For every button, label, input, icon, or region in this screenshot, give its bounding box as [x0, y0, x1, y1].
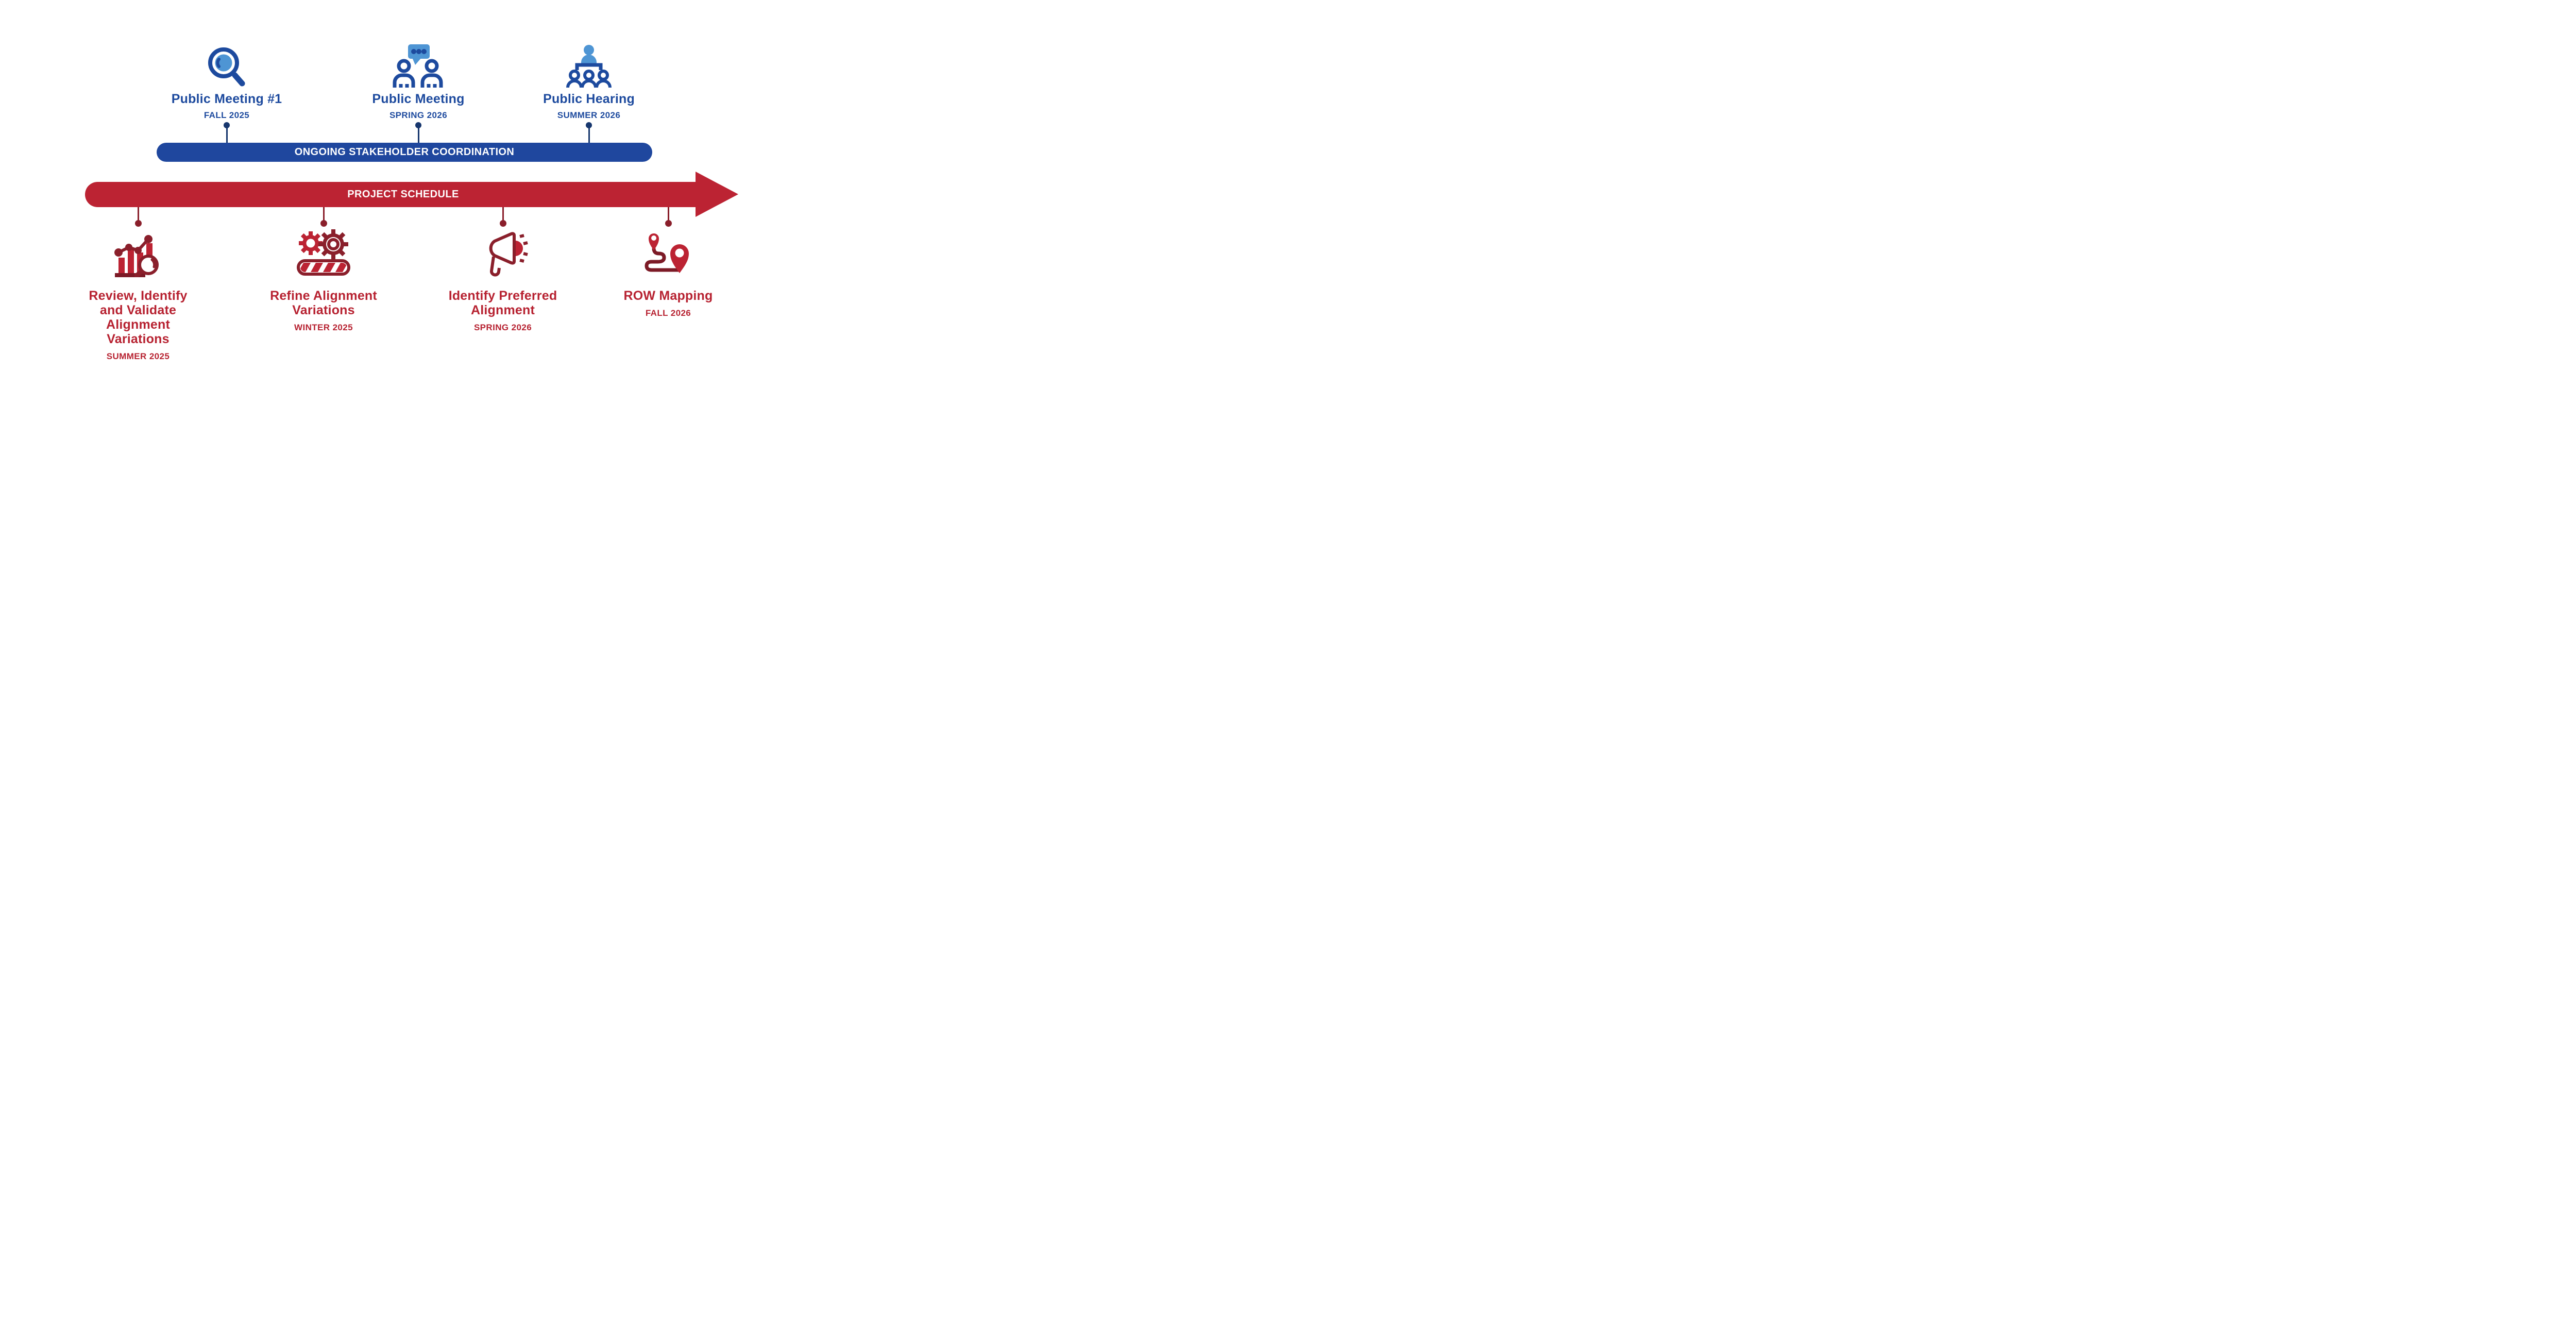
milestone-date: FALL 2025 [204, 110, 250, 120]
connector-stem [226, 125, 228, 143]
milestone-date: FALL 2026 [645, 308, 691, 318]
people-discussion-icon [336, 44, 501, 89]
connector-dot [134, 220, 142, 227]
hearing-panel-icon [506, 45, 671, 89]
milestone-date: SPRING 2026 [473, 323, 532, 332]
milestone-title: Public Hearing [543, 92, 635, 106]
chart-analysis-icon [53, 228, 223, 277]
connector-dot [224, 122, 230, 128]
milestone-title: Identify Preferred Alignment [448, 289, 557, 317]
connector-stem [323, 207, 325, 221]
bottom-milestone-row-mapping: ROW Mapping FALL 2026 [583, 207, 753, 318]
milestone-date: SUMMER 2025 [106, 351, 170, 361]
milestone-title: Review, Identify and Validate Alignment … [89, 289, 188, 346]
connector-dot [665, 220, 672, 227]
connector-stem [588, 125, 590, 143]
connector-stem [502, 207, 504, 221]
connector-dot [415, 122, 421, 128]
milestone-date: WINTER 2025 [294, 323, 353, 332]
magnifier-icon [144, 45, 309, 89]
top-milestone-public-hearing: Public Hearing SUMMER 2026 [506, 0, 671, 143]
gears-progress-icon [239, 228, 409, 277]
project-schedule-label: PROJECT SCHEDULE [347, 189, 459, 200]
milestone-title: Public Meeting [372, 92, 465, 106]
milestone-date: SPRING 2026 [389, 110, 448, 120]
project-schedule-infographic: Public Meeting #1 FALL 2025 Public [0, 0, 808, 404]
bottom-milestone-preferred-alignment: Identify Preferred Alignment SPRING 2026 [418, 207, 588, 333]
top-milestone-public-meeting: Public Meeting SPRING 2026 [336, 0, 501, 143]
megaphone-icon [418, 228, 588, 277]
stakeholder-coordination-bar: ONGOING STAKEHOLDER COORDINATION [157, 143, 652, 162]
connector-stem [417, 125, 419, 143]
connector-dot [499, 220, 506, 227]
top-milestone-public-meeting-1: Public Meeting #1 FALL 2025 [144, 0, 309, 143]
arrowhead [696, 172, 738, 217]
connector-dot [320, 220, 327, 227]
bottom-milestone-refine-variations: Refine Alignment Variations WINTER 2025 [239, 207, 409, 333]
connector-stem [667, 207, 669, 221]
stakeholder-bar-label: ONGOING STAKEHOLDER COORDINATION [294, 146, 515, 158]
milestone-title: Public Meeting #1 [171, 92, 282, 106]
milestone-title: Refine Alignment Variations [270, 289, 377, 317]
milestone-title: ROW Mapping [623, 289, 713, 303]
connector-dot [586, 122, 592, 128]
project-schedule-arrow: PROJECT SCHEDULE [85, 182, 697, 207]
bottom-milestone-review-validate: Review, Identify and Validate Alignment … [53, 207, 223, 362]
milestone-date: SUMMER 2026 [557, 110, 621, 120]
route-mapping-icon [583, 228, 753, 277]
connector-stem [137, 207, 139, 221]
